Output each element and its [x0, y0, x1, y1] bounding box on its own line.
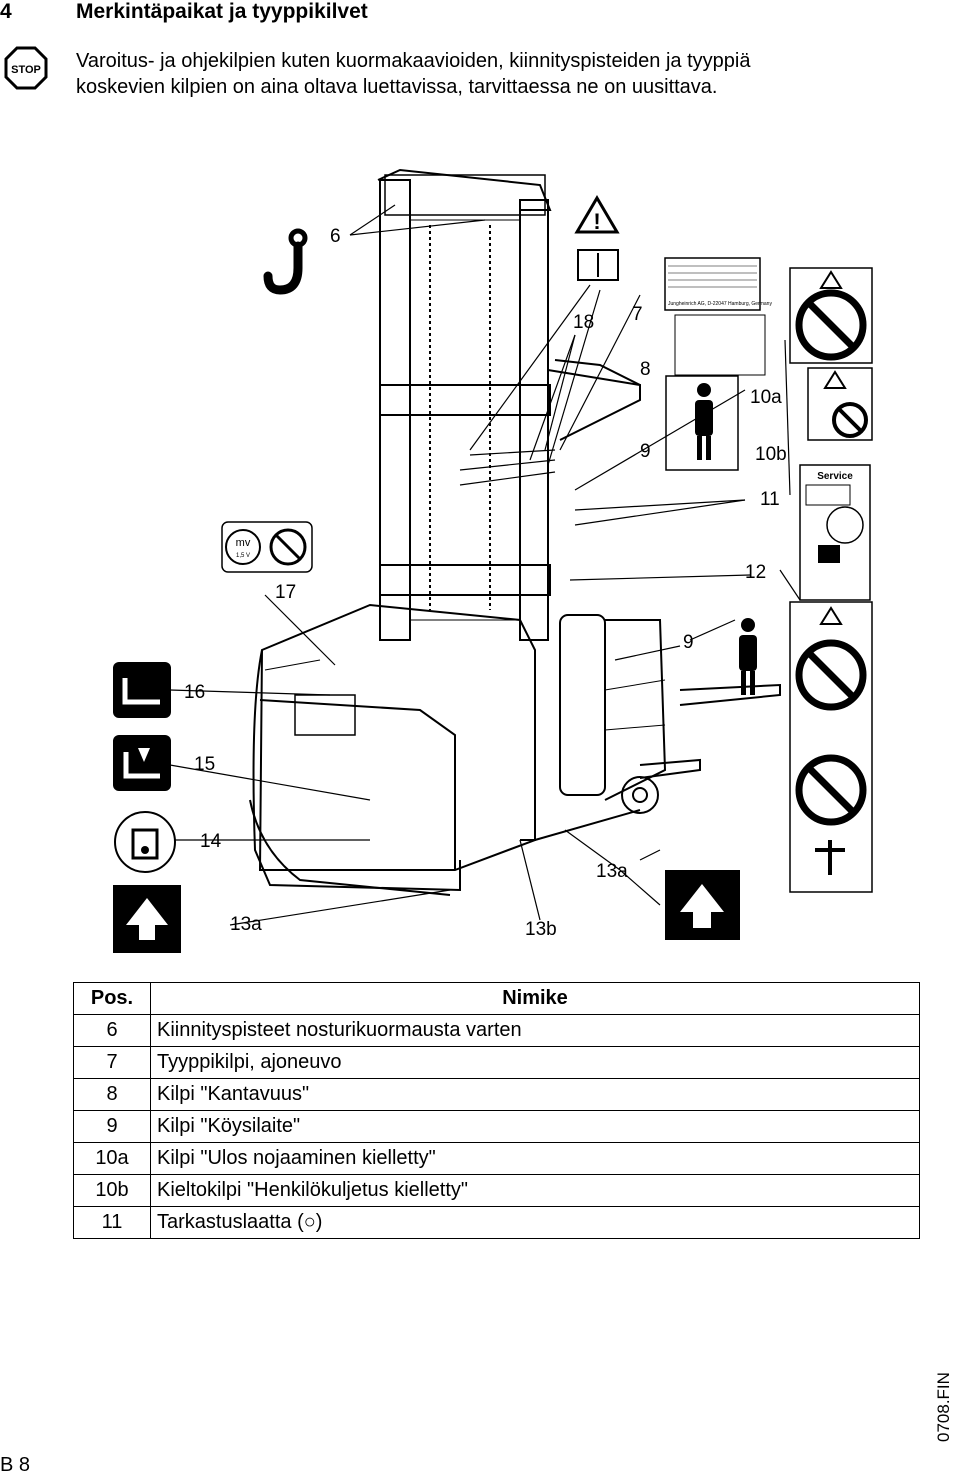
table-row: 6 Kiinnityspisteet nosturikuormausta var…: [73, 1014, 920, 1047]
callout-7: 7: [632, 304, 643, 325]
truck-label-diagram: ! Jungheinrich AG, D-22047 Hamburg, Germ…: [113, 168, 873, 953]
row-pos: 6: [73, 1014, 151, 1047]
callout-16: 16: [184, 682, 205, 703]
callout-15: 15: [194, 754, 215, 775]
callout-6: 6: [330, 226, 341, 247]
callout-12: 12: [745, 562, 766, 583]
battery-label: mv 1,5 V: [221, 521, 313, 573]
header-pos: Pos.: [73, 982, 151, 1015]
callout-13a-right: 13a: [596, 861, 628, 882]
callout-8: 8: [640, 359, 651, 380]
header-name: Nimike: [150, 982, 920, 1015]
table-row: 7 Tyyppikilpi, ajoneuvo: [73, 1046, 920, 1079]
row-name: Kilpi "Ulos nojaaminen kielletty": [150, 1142, 920, 1175]
svg-text:!: !: [593, 209, 600, 234]
callout-13b: 13b: [525, 919, 557, 940]
row-pos: 8: [73, 1078, 151, 1111]
intro-paragraph: Varoitus- ja ohjekilpien kuten kuormakaa…: [76, 48, 920, 100]
table-row: 10a Kilpi "Ulos nojaaminen kielletty": [73, 1142, 920, 1175]
document-code: 0708.FIN: [934, 1372, 953, 1442]
crane-hook-icon: [263, 228, 308, 295]
no-standing-labels: [789, 601, 873, 893]
fork-raise-icon: [113, 662, 171, 718]
row-pos: 10a: [73, 1142, 151, 1175]
row-name: Kilpi "Köysilaite": [150, 1110, 920, 1143]
row-pos: 9: [73, 1110, 151, 1143]
oil-can-icon: [114, 811, 176, 873]
lift-point-icon-left: [113, 885, 181, 953]
harness-person-icon-bottom: [739, 618, 757, 695]
row-name: Kieltokilpi "Henkilökuljetus kielletty": [150, 1174, 920, 1207]
row-name: Tyyppikilpi, ajoneuvo: [150, 1046, 920, 1079]
table-row: 8 Kilpi "Kantavuus": [73, 1078, 920, 1111]
stop-sign-icon: STOP: [4, 46, 48, 90]
callout-11: 11: [760, 489, 780, 510]
callout-10a: 10a: [750, 387, 782, 408]
mv-text: mv: [236, 537, 251, 549]
callout-14: 14: [200, 831, 222, 852]
svg-text:STOP: STOP: [11, 64, 41, 76]
callout-13a-left: 13a: [230, 914, 262, 935]
page-number: B 8: [0, 1454, 31, 1476]
intro-line-1: Varoitus- ja ohjekilpien kuten kuormakaa…: [76, 50, 751, 72]
position-table: Pos. Nimike 6 Kiinnityspisteet nosturiku…: [73, 982, 920, 1239]
maker-text: Jungheinrich AG, D-22047 Hamburg, German…: [668, 301, 772, 307]
callout-10b: 10b: [755, 444, 787, 465]
callout-18: 18: [573, 312, 594, 333]
row-name: Kiinnityspisteet nosturikuormausta varte…: [150, 1014, 920, 1047]
volt-text: 1,5 V: [236, 553, 250, 559]
table-header-row: Pos. Nimike: [73, 982, 920, 1015]
no-leaning-out-label: [789, 267, 873, 364]
table-row: 9 Kilpi "Köysilaite": [73, 1110, 920, 1143]
callout-17: 17: [275, 582, 296, 603]
service-text: Service: [817, 471, 853, 482]
callout-9-top: 9: [640, 441, 651, 462]
row-pos: 7: [73, 1046, 151, 1079]
section-number: 4: [0, 0, 12, 23]
no-person-transport-label: [807, 367, 873, 441]
inspection-service-label: Service: [799, 464, 871, 601]
table-row: 11 Tarkastuslaatta (○): [73, 1206, 920, 1239]
lift-point-icon-right: [665, 870, 740, 940]
intro-line-2: koskevien kilpien on aina oltava luettav…: [76, 76, 718, 98]
row-name: Kilpi "Kantavuus": [150, 1078, 920, 1111]
row-pos: 10b: [73, 1174, 151, 1207]
warning-manual-label: !: [574, 195, 620, 281]
row-name: Tarkastuslaatta (○): [150, 1206, 920, 1239]
section-title: Merkintäpaikat ja tyyppikilvet: [76, 0, 368, 23]
type-plate: Jungheinrich AG, D-22047 Hamburg, German…: [664, 257, 772, 376]
fork-lower-icon: [113, 735, 171, 791]
table-row: 10b Kieltokilpi "Henkilökuljetus kiellet…: [73, 1174, 920, 1207]
harness-person-icon-top: [695, 383, 713, 460]
callout-9-bottom: 9: [683, 632, 694, 653]
row-pos: 11: [73, 1206, 151, 1239]
